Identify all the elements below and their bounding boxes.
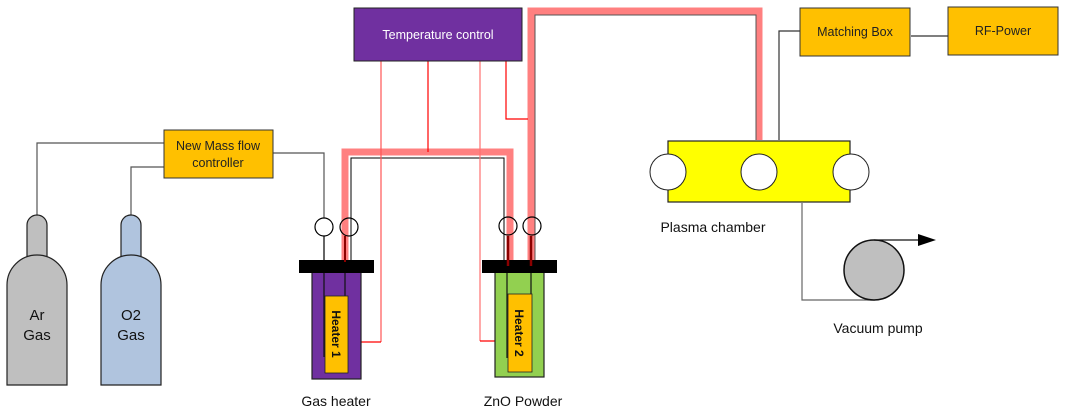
heater-1: Heater 1: [324, 295, 349, 374]
zno-powder-label: ZnO Powder: [484, 393, 563, 409]
o2-label-line2: Gas: [117, 327, 145, 344]
o2-gas-cylinder[interactable]: O2 Gas: [100, 214, 162, 386]
temperature-control-label: Temperature control: [382, 28, 493, 42]
ar-label-line1: Ar: [30, 307, 45, 324]
valve-icon[interactable]: [339, 217, 359, 237]
ar-gas-cylinder[interactable]: Ar Gas: [6, 214, 68, 386]
chamber-port-icon: [832, 153, 870, 191]
matching-box-label: Matching Box: [817, 25, 893, 39]
gas-heater-vessel[interactable]: Heater 1: [299, 260, 374, 380]
chamber-port-icon: [740, 153, 778, 191]
chamber-port-icon: [649, 153, 687, 191]
temperature-control-box[interactable]: Temperature control: [353, 7, 523, 62]
heater-2-label: Heater 2: [512, 309, 526, 357]
gas-heater-label: Gas heater: [301, 393, 371, 409]
rf-power-box[interactable]: RF-Power: [947, 6, 1059, 56]
pipe-inner-edge: [350, 157, 505, 265]
mfc-label-line2: controller: [192, 156, 243, 170]
vacuum-pump-label: Vacuum pump: [833, 320, 922, 336]
plasma-chamber[interactable]: [649, 140, 870, 203]
valve-icon[interactable]: [522, 216, 542, 236]
mass-flow-controller-box[interactable]: New Mass flow controller: [163, 129, 274, 179]
wire-tc-4: [505, 61, 528, 120]
pipe-inner-edge: [534, 14, 757, 265]
gas-heater-lid: [299, 260, 374, 273]
rf-power-label: RF-Power: [975, 24, 1031, 38]
matching-box[interactable]: Matching Box: [799, 7, 911, 57]
heated-pipe-zno-to-chamber: [527, 7, 763, 265]
zno-lid: [482, 260, 557, 273]
heated-pipe-gasheater-to-zno: [341, 148, 514, 265]
plasma-chamber-label: Plasma chamber: [660, 219, 765, 235]
vacuum-pump[interactable]: [843, 234, 936, 301]
gas-line-ar: [36, 142, 164, 215]
o2-label-line1: O2: [121, 307, 141, 324]
zno-powder-vessel[interactable]: Heater 2: [482, 260, 557, 378]
ar-label-line2: Gas: [23, 327, 51, 344]
valve-icon[interactable]: [498, 216, 518, 236]
gas-line-mfc-to-heater: [273, 152, 325, 218]
exhaust-arrow-icon: [918, 234, 936, 246]
heater-2: Heater 2: [507, 293, 533, 373]
rf-line-chamber-to-matchbox: [778, 30, 800, 140]
vacuum-line: [801, 203, 875, 301]
valve-icon[interactable]: [314, 217, 334, 237]
heater-1-label: Heater 1: [329, 310, 343, 358]
mfc-label-line1: New Mass flow: [176, 139, 261, 153]
gas-line-o2: [130, 166, 164, 215]
